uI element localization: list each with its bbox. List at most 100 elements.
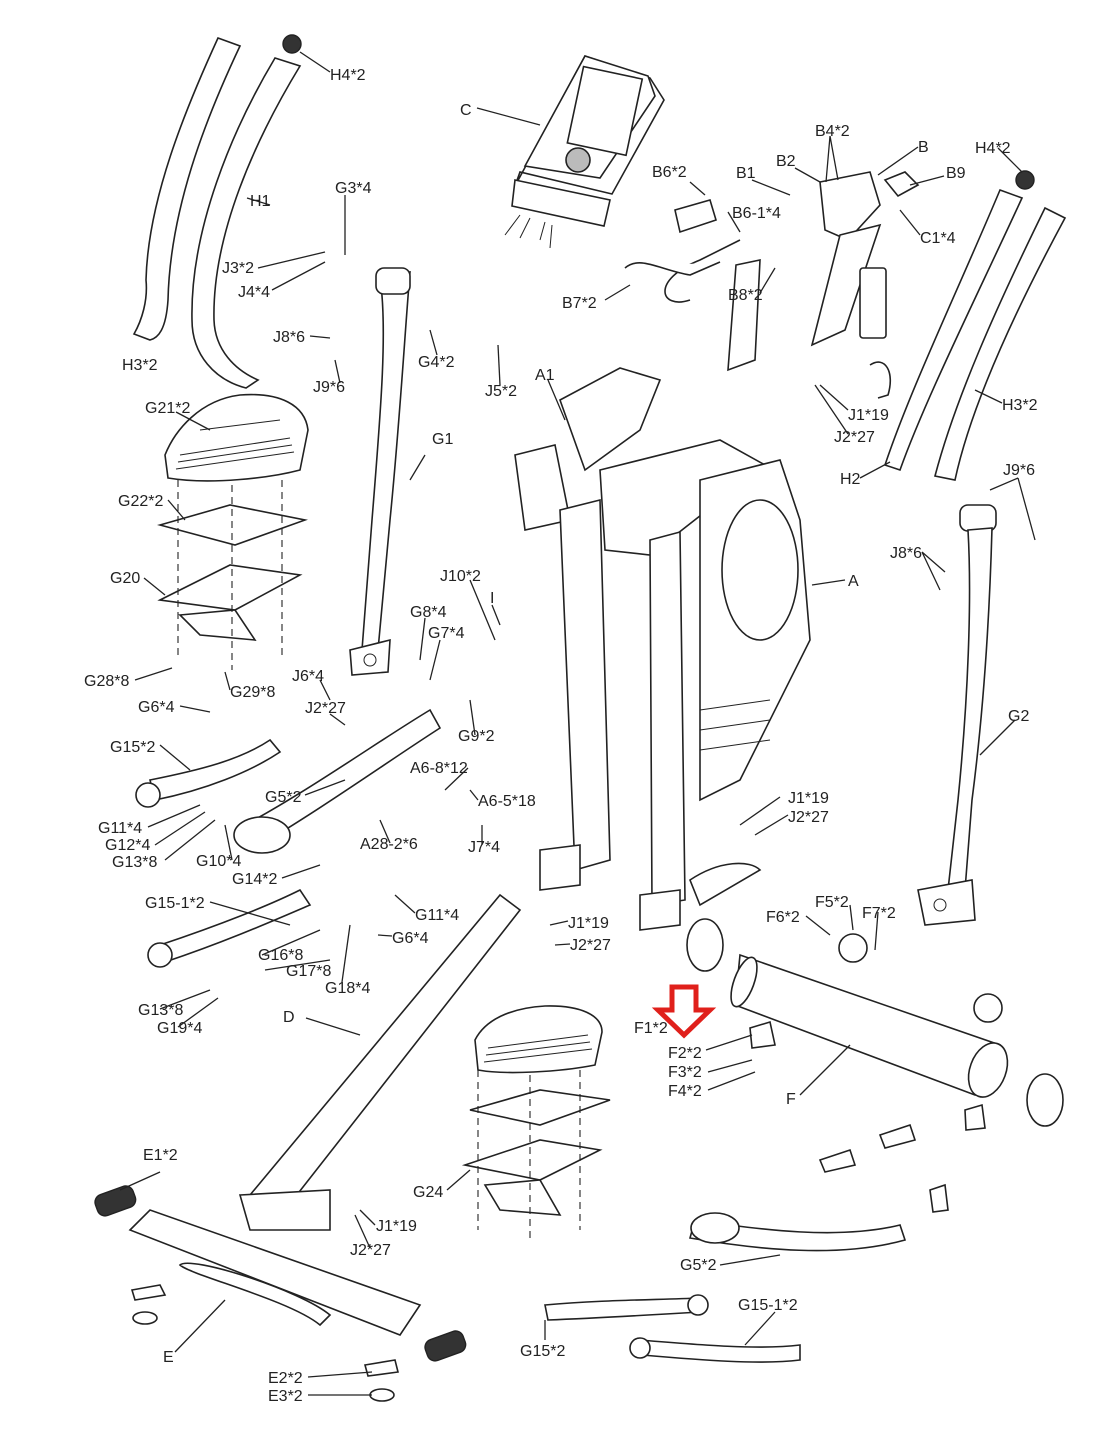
label-j6x4: J6*4 [292,668,324,685]
label-g7x4: G7*4 [428,625,465,642]
label-g3x4: G3*4 [335,180,372,197]
label-g21x2: G21*2 [145,400,190,417]
label-g6x4-top: G6*4 [138,699,175,716]
label-g9x2: G9*2 [458,728,495,745]
label-g28x8: G28*8 [84,673,129,690]
label-j2x27-right: J2*27 [788,809,829,826]
label-g20: G20 [110,570,140,587]
stabilizer-d [238,893,522,1231]
label-h4x2-top: H4*2 [330,67,366,84]
label-g16x8: G16*8 [258,947,303,964]
callout-labels: H4*2 C B4*2 B H4*2 H1 G3*4 B6*2 B2 B1 B9… [84,67,1038,1405]
label-b6x2: B6*2 [652,164,687,181]
label-j1x19-top: J1*19 [848,407,889,424]
label-g15-1x2-top: G15-1*2 [145,895,205,912]
label-g6x4-mid: G6*4 [392,930,429,947]
label-j1x19-mid: J1*19 [788,790,829,807]
front-stabilizer-e [94,1185,467,1402]
label-f2x2: F2*2 [668,1045,702,1062]
handlebar-h-right [883,170,1067,481]
label-g13x8-low: G13*8 [138,1002,183,1019]
label-e1x2: E1*2 [143,1147,178,1164]
label-i: I [490,590,494,607]
rear-stabilizer-f [686,918,1064,1131]
label-b7x2: B7*2 [562,295,597,312]
label-f3x2: F3*2 [668,1064,702,1081]
label-g29x8: G29*8 [230,684,275,701]
label-g24: G24 [413,1184,443,1201]
label-g1: G1 [432,431,453,448]
label-b: B [918,139,929,156]
leader-lines [119,51,1036,1396]
label-j5x2: J5*2 [485,383,517,400]
left-pedal-g21 [156,393,309,670]
label-g14x2: G14*2 [232,871,277,888]
label-g11x4-top: G11*4 [98,820,142,837]
label-f5x2: F5*2 [815,894,849,911]
label-b8x2: B8*2 [728,287,763,304]
pedal-arms-g5-g15 [135,708,442,968]
label-g13x8-top: G13*8 [112,854,157,871]
label-a28-2x6: A28-2*6 [360,836,418,853]
label-e2x2: E2*2 [268,1370,303,1387]
label-c: C [460,102,472,119]
label-c1x4: C1*4 [920,230,956,247]
label-g11x4-mid: G11*4 [415,907,459,924]
label-a6-8x12: A6-8*12 [410,760,468,777]
handlebar-h1-left [132,34,302,389]
label-e: E [163,1349,174,1366]
label-j1x19-low: J1*19 [568,915,609,932]
label-b1: B1 [736,165,756,182]
label-f4x2: F4*2 [668,1083,702,1100]
red-highlight-arrow [651,984,717,1039]
label-j9x6-left: J9*6 [313,379,345,396]
label-j2x27-mid: J2*27 [305,700,346,717]
label-j8x6-right: J8*6 [890,545,922,562]
label-g2: G2 [1008,708,1029,725]
label-h4x2-right: H4*2 [975,140,1011,157]
label-j1x19-bottom: J1*19 [376,1218,417,1235]
label-j8x6-left: J8*6 [273,329,305,346]
label-f6x2: F6*2 [766,909,800,926]
label-g18x4: G18*4 [325,980,370,997]
label-j3x2: J3*2 [222,260,254,277]
label-j4x4: J4*4 [238,284,270,301]
label-h2: H2 [840,471,861,488]
right-pedal-arms [544,1123,949,1363]
label-f1x2: F1*2 [634,1020,668,1037]
mast-bracket-b [624,171,920,399]
label-g12x4: G12*4 [105,837,150,854]
label-d: D [283,1009,295,1026]
label-h3x2-left: H3*2 [122,357,158,374]
label-a: A [848,573,859,590]
label-g22x2: G22*2 [118,493,163,510]
right-pedal-g24 [461,1005,611,1240]
label-b2: B2 [776,153,796,170]
label-f7x2: F7*2 [862,905,896,922]
label-h3x2-right: H3*2 [1002,397,1038,414]
label-g5x2-low: G5*2 [680,1257,717,1274]
label-j7x4: J7*4 [468,839,500,856]
label-j2x27-bottom: J2*27 [350,1242,391,1259]
right-upper-arm-g2 [917,504,997,926]
console-c [504,55,665,249]
label-g5x2-top: G5*2 [265,789,302,806]
label-g15x2-top: G15*2 [110,739,155,756]
label-h1: H1 [250,193,271,210]
label-g19x4: G19*4 [157,1020,202,1037]
label-g8x4: G8*4 [410,604,447,621]
label-a6-5x18: A6-5*18 [478,793,536,810]
label-f: F [786,1091,796,1108]
label-g15-1x2-low: G15-1*2 [738,1297,798,1314]
label-j10x2: J10*2 [440,568,481,585]
label-g17x8: G17*8 [286,963,331,980]
main-frame-a [514,367,811,931]
label-b4x2: B4*2 [815,123,850,140]
label-g10x4: G10*4 [196,853,241,870]
label-b6-1x4: B6-1*4 [732,205,781,222]
label-g4x2: G4*2 [418,354,455,371]
label-j9x6-right: J9*6 [1003,462,1035,479]
left-upper-arm-g1 [349,267,411,676]
